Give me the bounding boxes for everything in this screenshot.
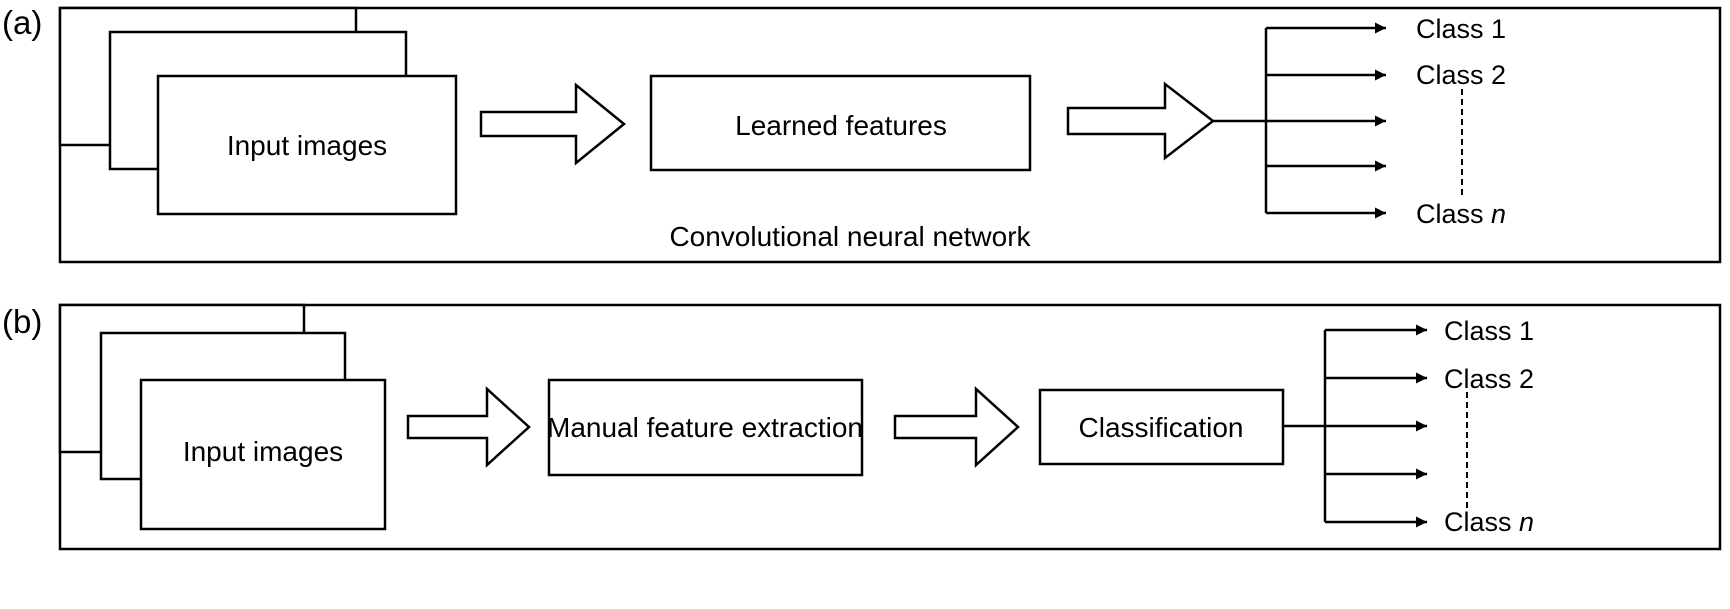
flow-arrow-2: [1066, 81, 1216, 161]
class-1-label: Class 1: [1416, 14, 1506, 44]
classification-box: [1038, 388, 1285, 466]
learned-features-label: Learned features: [735, 110, 947, 141]
class-n-word: Class: [1444, 507, 1512, 537]
classification-label: Classification: [1079, 412, 1244, 443]
class-n-variable: n: [1519, 507, 1534, 537]
input-frame-front: [156, 74, 458, 216]
panel-b-tag: (b): [2, 303, 42, 340]
class-n-variable: n: [1491, 199, 1506, 229]
manual-feature-label: Manual feature extraction: [547, 412, 863, 443]
panel-a: (a) Input images Learned features Class …: [2, 4, 1722, 264]
learned-features-box: [649, 74, 1032, 172]
flow-arrow-1: [479, 82, 626, 166]
class-1-label: Class 1: [1444, 316, 1534, 346]
flow-arrow-2: [893, 386, 1020, 468]
class-n-label: Class n: [1444, 507, 1534, 537]
panel-b: (b) Input images Manual feature extracti…: [2, 303, 1722, 551]
input-images-label: Input images: [183, 436, 343, 467]
class-2-label: Class 2: [1444, 364, 1534, 394]
class-n-label: Class n: [1416, 199, 1506, 229]
input-images-label: Input images: [227, 130, 387, 161]
class-2-label: Class 2: [1416, 60, 1506, 90]
class-n-word: Class: [1416, 199, 1484, 229]
flow-arrow-1: [406, 386, 531, 468]
manual-feature-box: [547, 378, 864, 477]
panel-a-tag: (a): [2, 4, 42, 41]
input-frame-front: [139, 378, 387, 531]
cnn-label: Convolutional neural network: [669, 221, 1031, 252]
